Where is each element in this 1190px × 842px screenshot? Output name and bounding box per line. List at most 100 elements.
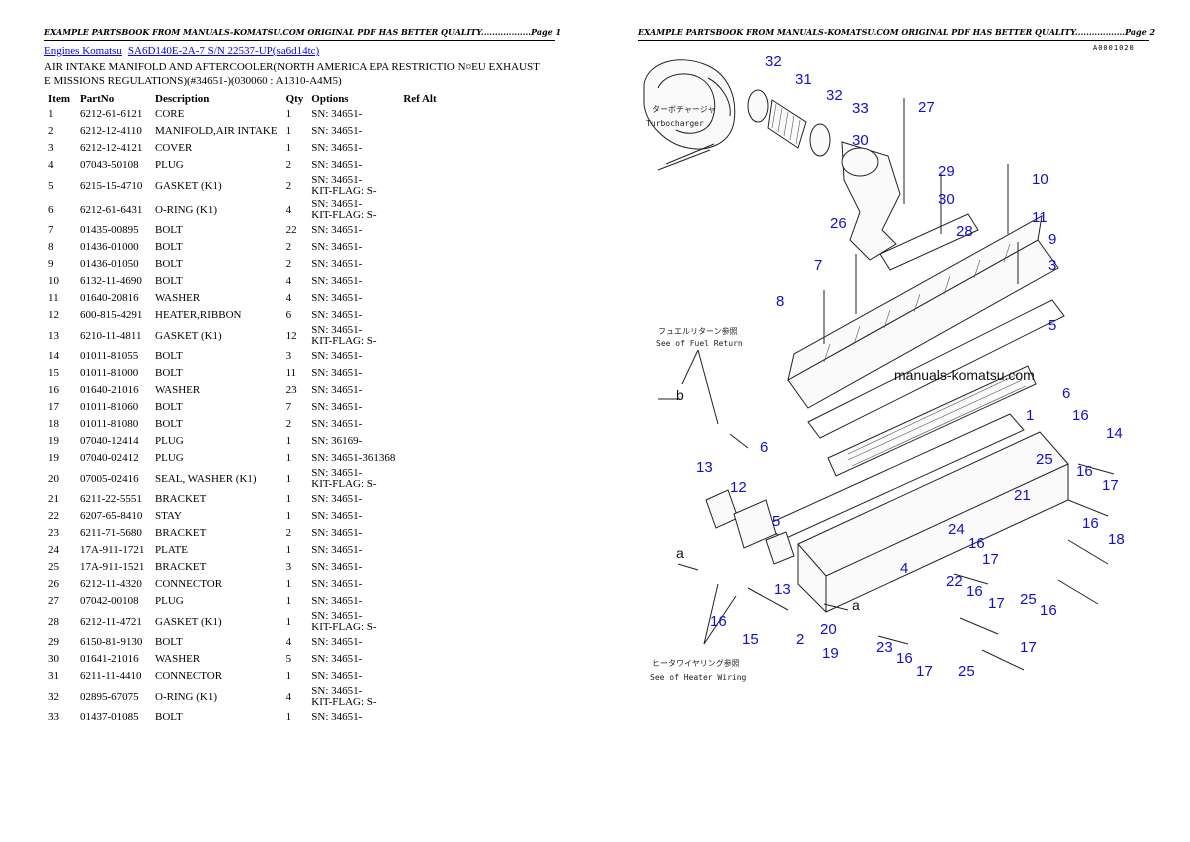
cell-refalt bbox=[399, 651, 449, 668]
cell-description: BOLT bbox=[155, 711, 183, 723]
cell-partno: 6211-71-5680 bbox=[80, 527, 142, 539]
cell-refalt bbox=[399, 399, 449, 416]
cell-item: 21 bbox=[48, 493, 59, 505]
cell-options: SN: 34651-KIT-FLAG: S- bbox=[307, 198, 399, 222]
heater-wiring-label-jp: ヒータワイヤリング参照 bbox=[652, 658, 740, 668]
cell-item: 8 bbox=[48, 241, 54, 253]
option-kit-flag: KIT-FLAG: S- bbox=[311, 478, 377, 490]
cell-description: BOLT bbox=[155, 350, 183, 362]
cell-refalt bbox=[399, 450, 449, 467]
option-serial: SN: 34651- bbox=[311, 636, 363, 648]
col-header-qty: Qty bbox=[285, 92, 304, 105]
option-serial: SN: 34651- bbox=[311, 224, 363, 236]
option-serial: SN: 34651- bbox=[311, 653, 363, 665]
cell-item: 25 bbox=[48, 561, 59, 573]
cell-refalt bbox=[399, 559, 449, 576]
cell-item: 29 bbox=[48, 636, 59, 648]
cell-description: WASHER bbox=[155, 292, 201, 304]
option-serial: SN: 34651- bbox=[311, 159, 363, 171]
cell-description: O-RING (K1) bbox=[155, 690, 218, 703]
cell-refalt bbox=[399, 508, 449, 525]
callout-33: 33 bbox=[852, 100, 869, 117]
callout-16-f: 16 bbox=[1040, 602, 1057, 619]
callout-6-right: 6 bbox=[1062, 385, 1070, 402]
cell-description: GASKET (K1) bbox=[155, 179, 222, 192]
cell-options: SN: 34651- bbox=[307, 290, 399, 307]
callout-15: 15 bbox=[742, 631, 759, 648]
callout-5-lower: 5 bbox=[772, 513, 780, 530]
cell-qty: 4 bbox=[285, 636, 292, 648]
cell-qty: 1 bbox=[285, 142, 292, 154]
callout-9: 9 bbox=[1048, 231, 1056, 248]
bolt-drawings bbox=[729, 98, 1115, 671]
callout-20: 20 bbox=[820, 621, 837, 638]
cell-refalt bbox=[399, 525, 449, 542]
cell-options: SN: 34651- bbox=[307, 709, 399, 726]
callout-13-bottom: 13 bbox=[774, 581, 791, 598]
option-serial: SN: 34651- bbox=[311, 561, 363, 573]
cell-partno: 6211-22-5551 bbox=[80, 493, 142, 505]
cell-options: SN: 34651- bbox=[307, 140, 399, 157]
option-serial: SN: 34651- bbox=[311, 292, 363, 304]
callout-16-a: 16 bbox=[1072, 407, 1089, 424]
cell-description: GASKET (K1) bbox=[155, 615, 222, 628]
breadcrumb-link-model[interactable]: SA6D140E-2A-7 S/N 22537-UP(sa6d14tc) bbox=[127, 45, 320, 57]
cell-partno: 02895-67075 bbox=[80, 690, 139, 703]
callout-32: 32 bbox=[826, 87, 843, 104]
cell-partno: 07043-50108 bbox=[80, 159, 139, 171]
fuel-return-label-en: See of Fuel Return bbox=[656, 339, 743, 348]
cell-refalt bbox=[399, 307, 449, 324]
col-header-options: Options bbox=[311, 92, 349, 105]
callout-17-c: 17 bbox=[988, 595, 1005, 612]
cell-description: WASHER bbox=[155, 384, 201, 396]
breadcrumb-link-engines[interactable]: Engines Komatsu bbox=[44, 45, 122, 57]
ref-mark-a-left: a bbox=[676, 545, 684, 561]
cell-options: SN: 34651- bbox=[307, 491, 399, 508]
cell-qty: 1 bbox=[285, 578, 292, 590]
page-header-2: EXAMPLE PARTSBOOK FROM MANUALS-KOMATSU.C… bbox=[638, 27, 1155, 41]
cell-item: 14 bbox=[48, 350, 59, 362]
cell-refalt bbox=[399, 106, 449, 123]
cell-refalt bbox=[399, 256, 449, 273]
callout-22: 22 bbox=[946, 573, 963, 590]
cell-item: 17 bbox=[48, 401, 59, 413]
cell-description: SEAL, WASHER (K1) bbox=[155, 472, 257, 485]
cell-partno: 6212-12-4110 bbox=[80, 125, 142, 137]
cell-refalt bbox=[399, 348, 449, 365]
exploded-parts-diagram: ターボチャージャ Turbocharger bbox=[643, 53, 1125, 682]
cell-description: GASKET (K1) bbox=[155, 329, 222, 342]
callout-21: 21 bbox=[1014, 487, 1031, 504]
cell-qty: 4 bbox=[285, 292, 292, 304]
cell-refalt bbox=[399, 668, 449, 685]
cell-options: SN: 34651- bbox=[307, 508, 399, 525]
hose-connector-drawing bbox=[747, 89, 901, 261]
cell-options: SN: 34651- bbox=[307, 399, 399, 416]
cell-qty: 2 bbox=[285, 258, 292, 270]
cell-partno: 01437-01085 bbox=[80, 711, 139, 723]
callout-26: 26 bbox=[830, 215, 847, 232]
option-serial: SN: 34651- bbox=[311, 309, 363, 321]
option-kit-flag: KIT-FLAG: S- bbox=[311, 621, 377, 633]
cell-partno: 6215-15-4710 bbox=[80, 179, 143, 192]
cell-partno: 07042-00108 bbox=[80, 595, 139, 607]
cell-options: SN: 34651- bbox=[307, 256, 399, 273]
cell-options: SN: 34651-KIT-FLAG: S- bbox=[307, 610, 399, 634]
aftercooler-core-drawing bbox=[827, 365, 1037, 477]
callout-31: 31 bbox=[795, 71, 812, 88]
cell-refalt bbox=[399, 634, 449, 651]
cell-options: SN: 34651- bbox=[307, 273, 399, 290]
cell-description: BOLT bbox=[155, 636, 183, 648]
